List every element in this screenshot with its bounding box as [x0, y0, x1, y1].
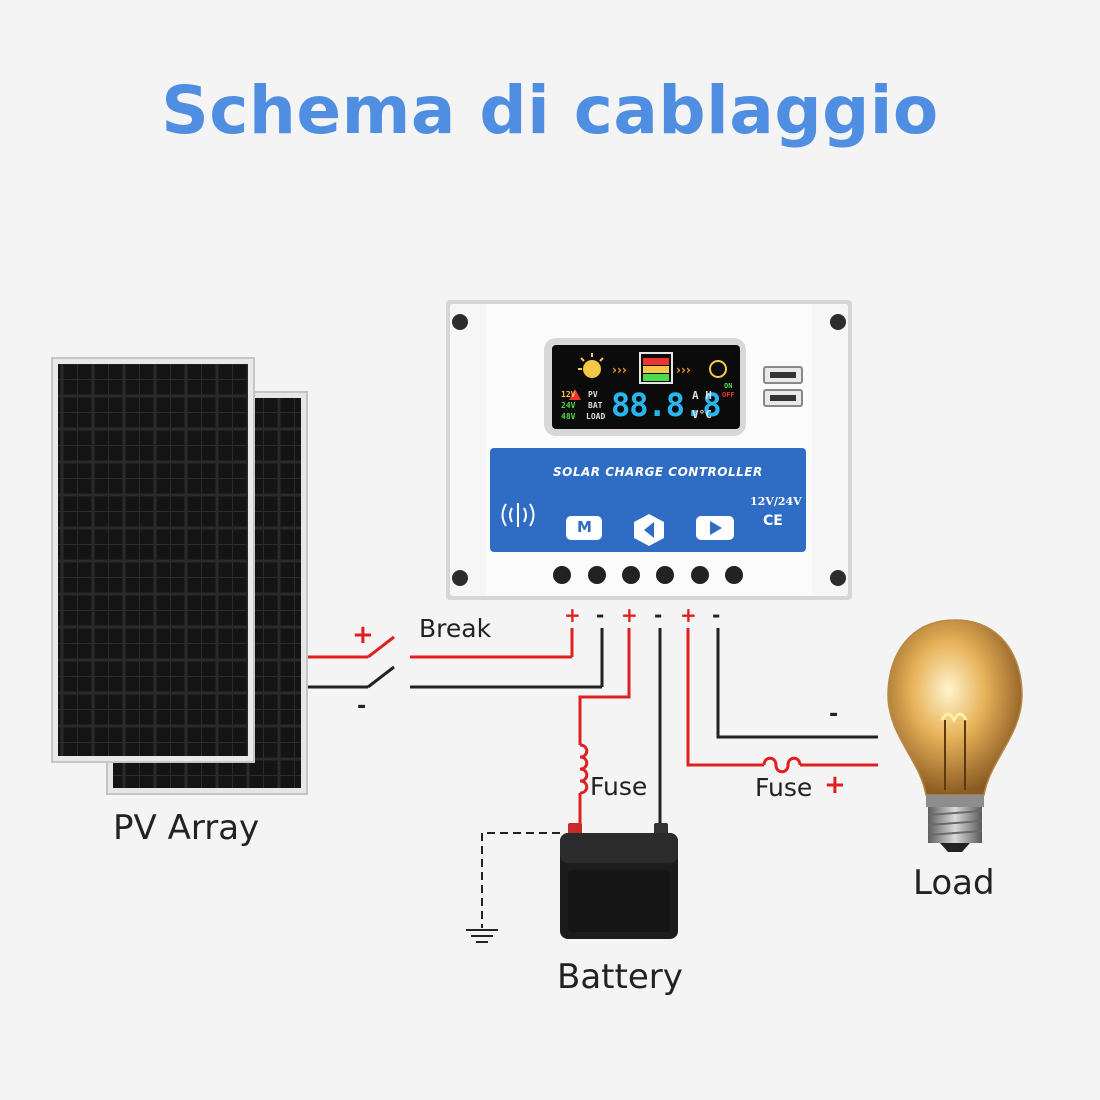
- controller-name: SOLAR CHARGE CONTROLLER: [553, 465, 763, 479]
- pv-plus-sign: +: [352, 620, 374, 650]
- pv-minus-sign: -: [357, 694, 367, 719]
- lcd-digits: 88.8.8: [611, 386, 722, 424]
- terminal-1-polarity: +: [564, 603, 581, 627]
- menu-button: M: [577, 518, 592, 536]
- load-label: Load: [913, 863, 995, 903]
- lcd-on: ON: [724, 382, 733, 390]
- battery-icon: [560, 823, 678, 939]
- controller-rating: 12V/24V: [750, 495, 802, 508]
- lcd-off: OFF: [722, 391, 735, 399]
- terminal-6-polarity: -: [712, 603, 721, 627]
- lcd-units-vc: V°C: [692, 408, 712, 421]
- lcd-label-pv: PV: [588, 390, 598, 399]
- lcd-volt-12: 12V: [561, 390, 576, 399]
- terminal-4-polarity: -: [654, 603, 663, 627]
- lcd-label-load: LOAD: [586, 412, 606, 421]
- wiring: [308, 628, 878, 943]
- load-minus-sign: -: [829, 702, 839, 727]
- svg-text:›››: ›››: [676, 363, 691, 377]
- svg-text:›››: ›››: [612, 363, 627, 377]
- terminal-2-polarity: -: [596, 603, 605, 627]
- page-title: Schema di cablaggio: [161, 72, 939, 149]
- pv-array-label: PV Array: [113, 808, 260, 848]
- terminal-3-polarity: +: [621, 603, 638, 627]
- break-label: Break: [419, 614, 492, 643]
- ce-mark: CE: [763, 513, 783, 529]
- lcd-label-bat: BAT: [588, 401, 603, 410]
- lcd-volt-24: 24V: [561, 401, 576, 410]
- lcd-volt-48: 48V: [561, 412, 576, 421]
- solar-panel-front: [51, 357, 255, 763]
- load-plus-sign: +: [824, 770, 846, 800]
- battery-fuse-label: Fuse: [590, 772, 648, 801]
- terminal-5-polarity: +: [680, 603, 697, 627]
- battery-label: Battery: [557, 957, 683, 997]
- load-fuse-label: Fuse: [755, 773, 813, 802]
- charge-controller: ››› ›››: [446, 300, 852, 600]
- light-bulb-icon: [887, 619, 1023, 852]
- lcd-units-ah: A H: [692, 389, 712, 402]
